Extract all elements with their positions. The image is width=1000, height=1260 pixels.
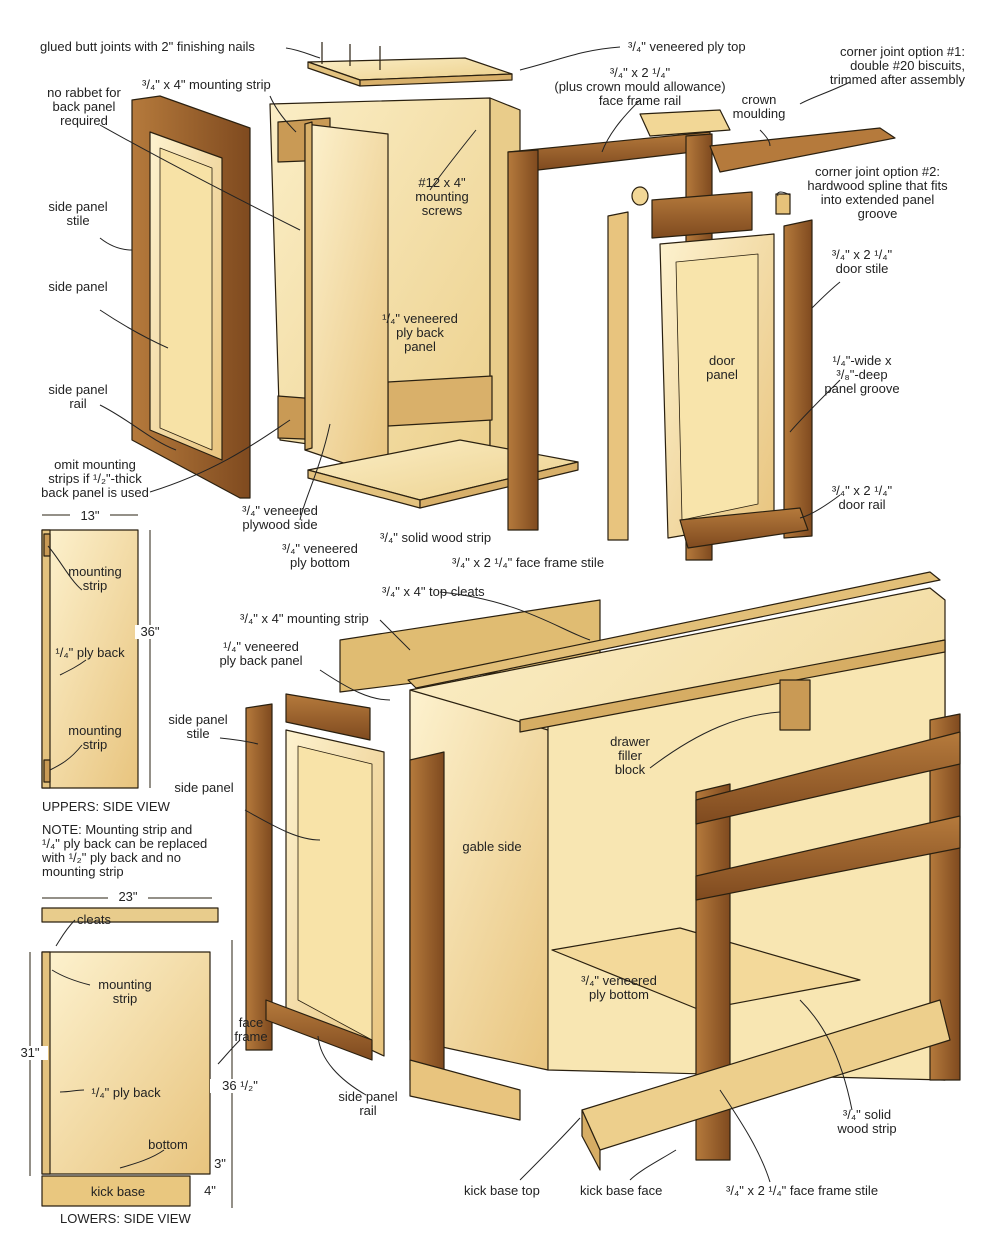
label-cleats: cleats (77, 912, 111, 927)
label-ply-bottom-lower: ³/₄" veneered ply bottom (581, 973, 657, 1002)
label-crown-moulding: crown moulding (732, 92, 786, 121)
label-no-rabbet: no rabbet for back panel required (47, 85, 121, 128)
label-door-rail: ³/₄" x 2 ¹/₄" door rail (831, 483, 893, 512)
side-panel-upper (131, 95, 251, 499)
label-side-panel-lower: side panel (174, 780, 234, 795)
label-face-frame-stile-upper: ³/₄" x 2 ¹/₄" face frame stile (452, 555, 605, 570)
label-corner-joint-2: corner joint option #2: hardwood spline … (807, 164, 948, 221)
upper-ply-side (304, 121, 389, 479)
label-gable-side: gable side (462, 839, 522, 854)
label-panel-groove: ¹/₄"-wide x ³/₈"-deep panel groove (824, 353, 900, 396)
label-mounting-strip-upper: ³/₄" x 4" mounting strip (142, 77, 271, 92)
label-mounting-screws: #12 x 4" mounting screws (415, 175, 469, 218)
label-corner-joint-1: corner joint option #1: double #20 biscu… (829, 44, 965, 87)
label-face-frame-stile-lower: ³/₄" x 2 ¹/₄" face frame stile (726, 1183, 879, 1198)
ply-top (307, 42, 513, 87)
label-mounting-strip-lv: mounting strip (98, 977, 152, 1006)
dim-23: 23" (108, 890, 148, 904)
door (607, 186, 813, 549)
kick-base (409, 999, 951, 1171)
dim-36-half: 36 ¹/₂" (210, 1079, 270, 1093)
label-note: NOTE: Mounting strip and ¹/₄" ply back c… (42, 822, 208, 879)
label-door-stile: ³/₄" x 2 ¹/₄" door stile (831, 247, 893, 276)
dim-31: 31" (12, 1046, 48, 1060)
label-side-panel-stile-upper: side panel stile (48, 199, 108, 228)
dim-36: 36" (135, 625, 165, 639)
label-mounting-strip-uv2: mounting strip (68, 723, 122, 752)
dim-4: 4" (204, 1183, 216, 1198)
label-side-panel-upper: side panel (48, 279, 108, 294)
label-ply-bottom-upper: ³/₄" veneered ply bottom (282, 541, 358, 570)
label-top-cleats: ³/₄" x 4" top cleats (382, 584, 485, 599)
label-drawer-filler-block: drawer filler block (610, 734, 650, 777)
lowers-side-view (29, 897, 233, 1208)
label-back-panel-lower: ¹/₄" veneered ply back panel (219, 639, 303, 668)
label-door-panel: door panel (706, 353, 738, 382)
label-back-panel-upper: ¹/₄" veneered ply back panel (382, 311, 458, 354)
label-face-frame-rail: ³/₄" x 2 ¹/₄" (plus crown mould allowanc… (554, 65, 726, 108)
label-solid-wood-strip-upper: ³/₄" solid wood strip (380, 530, 492, 545)
label-side-panel-rail-upper: side panel rail (48, 382, 108, 411)
label-mounting-strip-uv1: mounting strip (68, 564, 122, 593)
lower-face-frame (409, 713, 961, 1161)
label-glued-joints: glued butt joints with 2" finishing nail… (40, 39, 255, 54)
uppers-side-view-title: UPPERS: SIDE VIEW (42, 799, 170, 814)
uppers-side-view (41, 514, 151, 789)
dim-13: 13" (70, 509, 110, 523)
label-side-panel-rail-lower: side panel rail (338, 1089, 398, 1118)
label-kick-base: kick base (90, 1184, 146, 1199)
lower-side-panel (245, 693, 385, 1061)
label-ply-side: ³/₄" veneered plywood side (242, 503, 318, 532)
label-bottom: bottom (148, 1137, 188, 1152)
lowers-side-view-title: LOWERS: SIDE VIEW (60, 1211, 191, 1226)
leader-lines (47, 46, 853, 1183)
label-ply-back-uv: ¹/₄" ply back (55, 645, 125, 660)
label-kick-base-top: kick base top (464, 1183, 540, 1198)
label-ply-back-lv: ¹/₄" ply back (91, 1085, 161, 1100)
label-ply-top: ³/₄" veneered ply top (628, 39, 746, 54)
label-solid-wood-strip-lower: ³/₄" solid wood strip (837, 1107, 897, 1136)
label-omit-mounting-strips: omit mounting strips if ¹/₂"-thick back … (41, 457, 149, 500)
label-face-frame: face frame (234, 1015, 268, 1044)
dim-3: 3" (214, 1156, 226, 1171)
label-side-panel-stile-lower: side panel stile (168, 712, 228, 741)
label-kick-base-face: kick base face (580, 1183, 663, 1198)
crown-moulding (639, 109, 896, 173)
label-mounting-strip-lower: ³/₄" x 4" mounting strip (240, 611, 369, 626)
